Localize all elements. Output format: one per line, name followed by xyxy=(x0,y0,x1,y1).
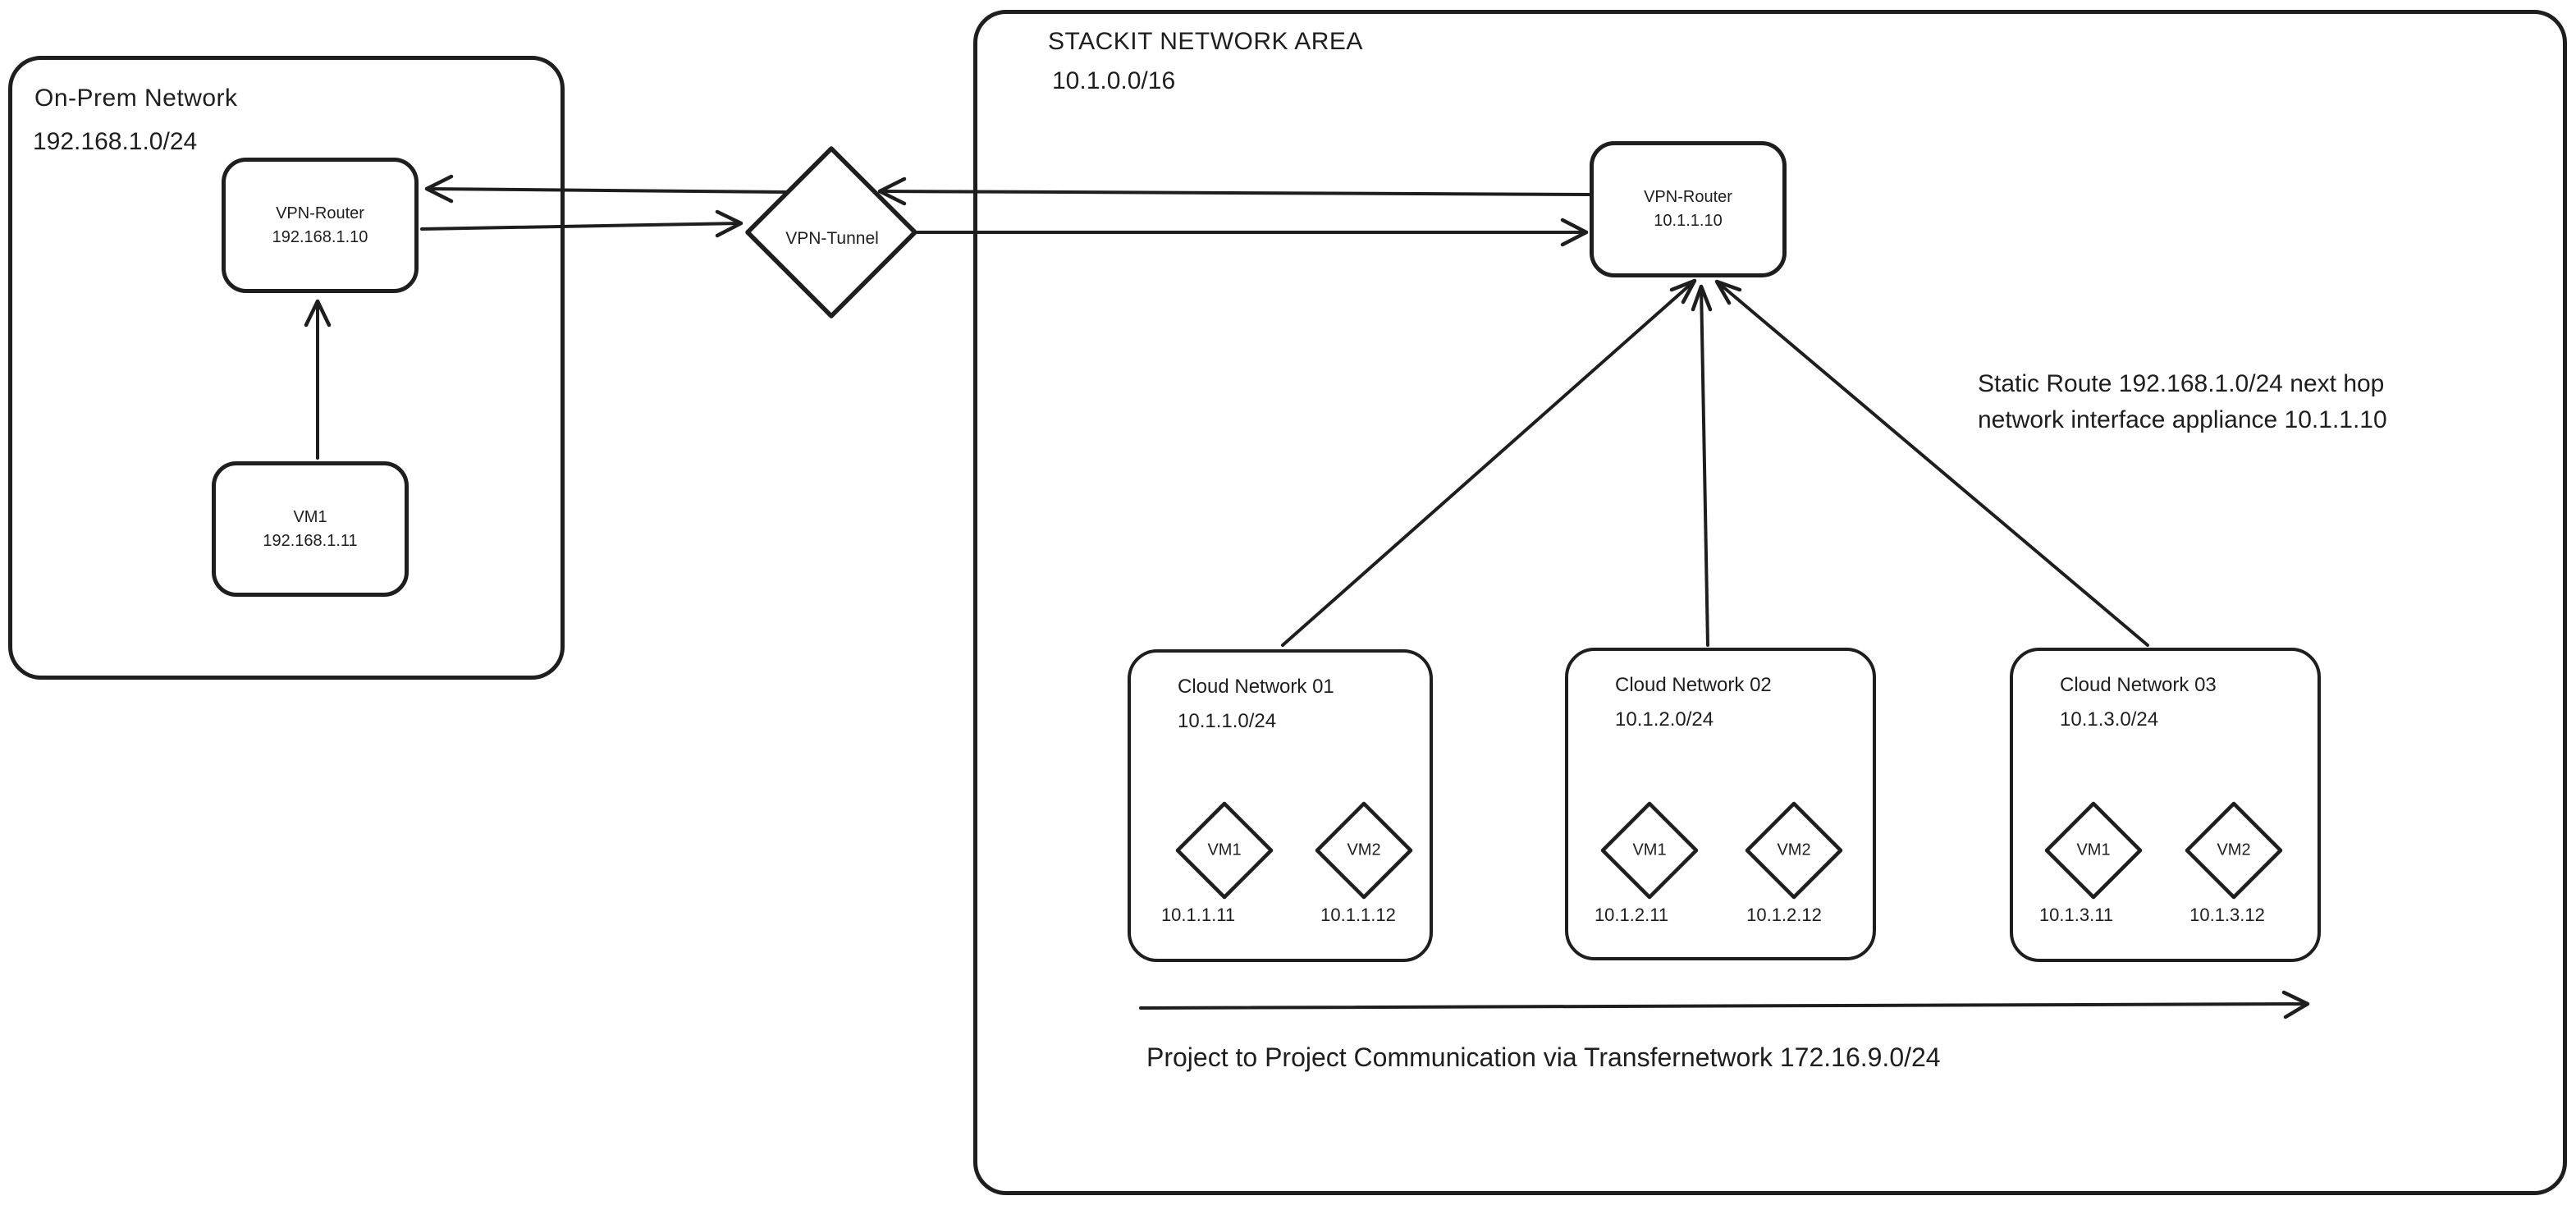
cloud3-vm1-label: VM1 xyxy=(2076,841,2111,859)
stackit-vpn-router-ip: 10.1.1.10 xyxy=(1654,212,1723,230)
stackit-vpn-router-box: VPN-Router 10.1.1.10 xyxy=(1590,141,1787,277)
cloud-network-03-title: Cloud Network 03 xyxy=(2060,674,2217,696)
static-route-note-line2: network interface appliance 10.1.1.10 xyxy=(1978,406,2387,433)
cloud-network-02-title: Cloud Network 02 xyxy=(1615,674,1772,696)
onprem-vm1-box: VM1 192.168.1.11 xyxy=(212,461,409,597)
onprem-vm1-name: VM1 xyxy=(293,507,327,526)
cloud3-vm2-ip: 10.1.3.12 xyxy=(2189,905,2265,925)
onprem-network-box xyxy=(8,56,565,680)
onprem-vpn-router-ip: 192.168.1.10 xyxy=(272,227,368,246)
transfer-network-caption: Project to Project Communication via Tra… xyxy=(1146,1042,1941,1072)
stackit-network-title: STACKIT NETWORK AREA xyxy=(1048,28,1363,55)
stackit-network-subnet: 10.1.0.0/16 xyxy=(1052,67,1176,94)
cloud-network-03-subnet: 10.1.3.0/24 xyxy=(2060,708,2159,731)
vpn-tunnel-label: VPN-Tunnel xyxy=(785,229,879,248)
cloud2-vm1-ip: 10.1.2.11 xyxy=(1594,905,1669,925)
stackit-vpn-router-name: VPN-Router xyxy=(1644,188,1732,206)
static-route-note-line1: Static Route 192.168.1.0/24 next hop xyxy=(1978,370,2385,397)
cloud1-vm2-ip: 10.1.1.12 xyxy=(1320,905,1396,925)
cloud-network-01-box: Cloud Network 01 10.1.1.0/24 xyxy=(1128,649,1433,962)
cloud-network-01-title: Cloud Network 01 xyxy=(1178,676,1334,698)
cloud3-vm2-label: VM2 xyxy=(2217,841,2251,859)
onprem-network-title: On-Prem Network xyxy=(34,85,238,112)
stackit-network-box xyxy=(973,10,2567,1195)
cloud2-vm2-ip: 10.1.2.12 xyxy=(1746,905,1822,925)
onprem-vm1-ip: 192.168.1.11 xyxy=(263,531,358,550)
cloud3-vm1-ip: 10.1.3.11 xyxy=(2038,905,2114,925)
static-route-note: Static Route 192.168.1.0/24 next hop net… xyxy=(1978,366,2387,438)
onprem-network-subnet: 192.168.1.0/24 xyxy=(33,128,198,155)
arrowhead-icon xyxy=(715,209,744,238)
cloud-network-02-box: Cloud Network 02 10.1.2.0/24 xyxy=(1565,648,1876,960)
cloud-network-01-subnet: 10.1.1.0/24 xyxy=(1178,710,1277,732)
cloud1-vm1-label: VM1 xyxy=(1207,841,1242,859)
cloud1-vm1-ip: 10.1.1.11 xyxy=(1160,905,1236,925)
arrowhead-icon xyxy=(877,176,907,206)
cloud2-vm1-label: VM1 xyxy=(1632,841,1667,859)
cloud-network-03-box: Cloud Network 03 10.1.3.0/24 xyxy=(2010,648,2321,962)
onprem-vpn-router-name: VPN-Router xyxy=(276,204,364,222)
cloud2-vm2-label: VM2 xyxy=(1777,841,1811,859)
cloud1-vm2-label: VM2 xyxy=(1347,841,1381,859)
cloud-network-02-subnet: 10.1.2.0/24 xyxy=(1615,708,1714,731)
onprem-vpn-router-box: VPN-Router 192.168.1.10 xyxy=(222,158,419,293)
